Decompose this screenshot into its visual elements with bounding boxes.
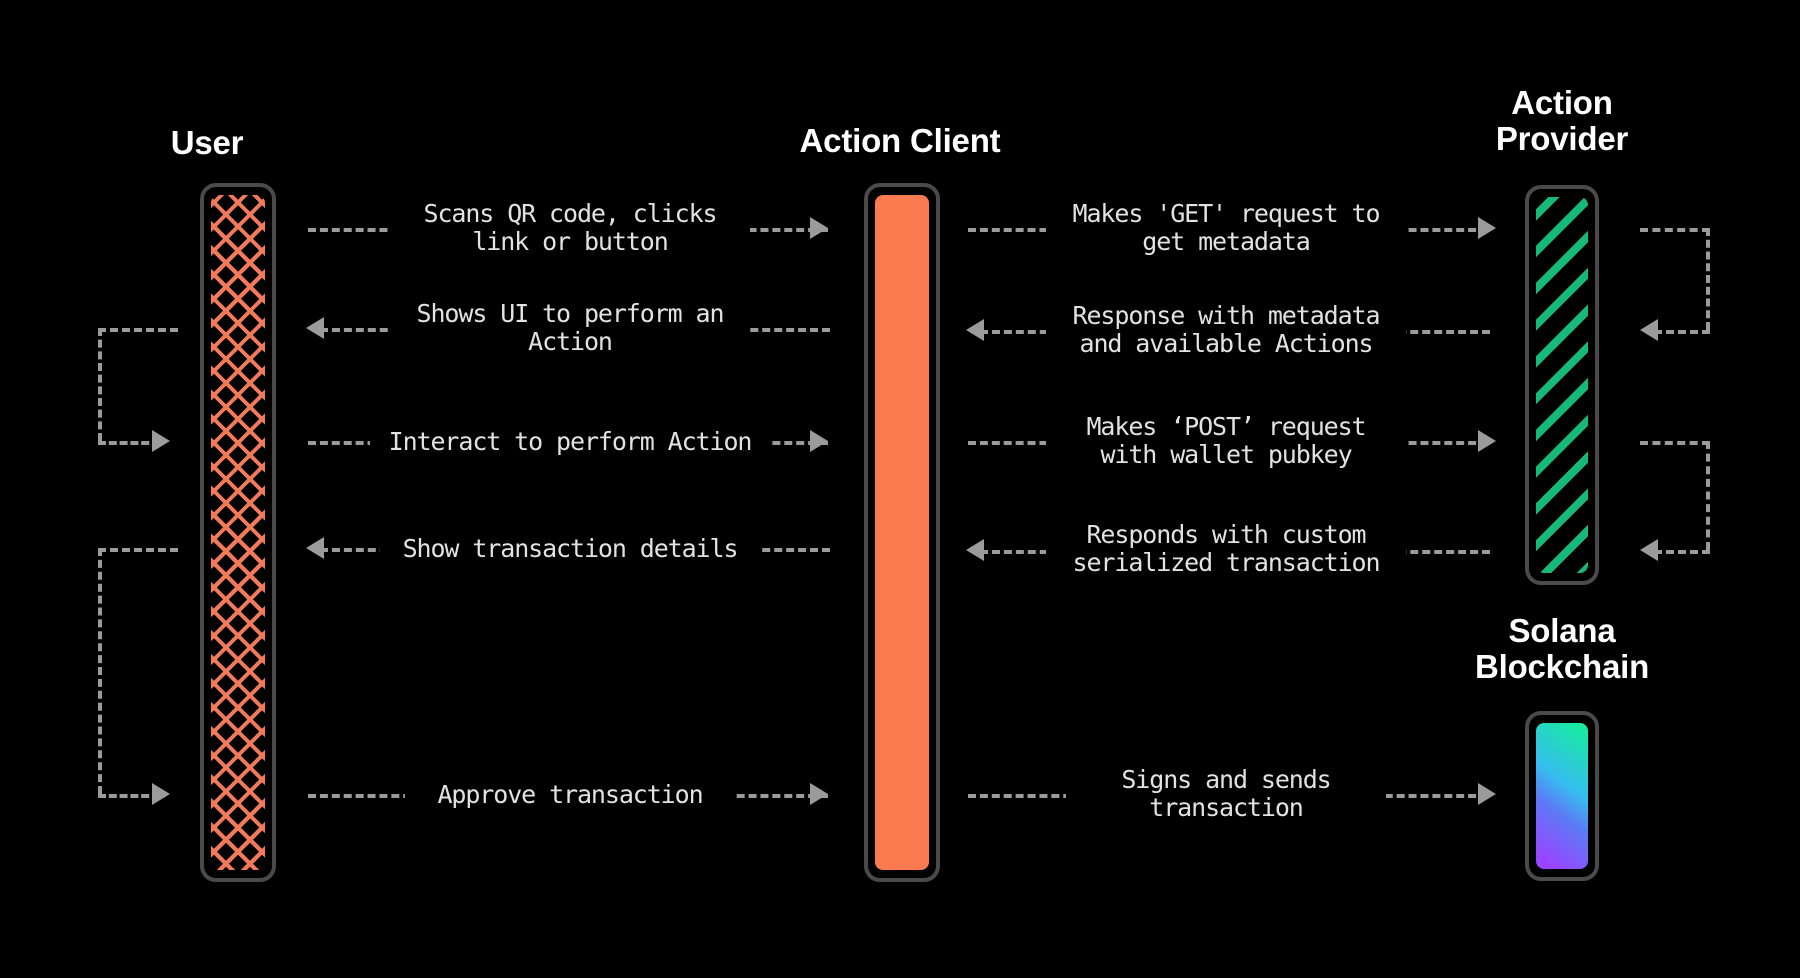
participant-title-solana-blockchain: Solana Blockchain [1474, 612, 1650, 685]
arrowhead-right-icon [1478, 430, 1496, 452]
loop-segment-side [98, 548, 102, 794]
arrowhead-right-icon [152, 430, 170, 452]
loop-segment-top [1640, 228, 1710, 232]
message-label: Makes 'GET' request to get metadata [1046, 200, 1406, 256]
lifeline-action-provider [1525, 185, 1599, 585]
arrowhead-left-icon [306, 317, 324, 339]
loop-segment-bottom [98, 441, 160, 445]
message-label: Responds with custom serialized transact… [1046, 521, 1406, 577]
message-label: Response with metadata and available Act… [1046, 302, 1406, 358]
message-label: Show transaction details [380, 535, 760, 563]
arrowhead-left-icon [306, 537, 324, 559]
arrowhead-left-icon [966, 319, 984, 341]
lifeline-fill-solid [875, 195, 929, 870]
arrowhead-left-icon [966, 539, 984, 561]
arrowhead-left-icon [1640, 539, 1658, 561]
lifeline-user [200, 183, 276, 882]
message-label: Scans QR code, clicks link or button [390, 200, 750, 256]
lifeline-fill-gradient [1536, 723, 1588, 869]
arrowhead-left-icon [1640, 319, 1658, 341]
loop-segment-bottom [98, 794, 160, 798]
message-label: Approve transaction [405, 781, 735, 809]
participant-title-action-client: Action Client [799, 122, 1001, 159]
participant-title-action-provider: Action Provider [1495, 84, 1629, 157]
message-label: Shows UI to perform an Action [390, 300, 750, 356]
message-label: Signs and sends transaction [1066, 766, 1386, 822]
message-label: Makes ‘POST’ request with wallet pubkey [1046, 413, 1406, 469]
loop-segment-top [1640, 441, 1710, 445]
message-label: Interact to perform Action [370, 428, 770, 456]
arrowhead-right-icon [810, 217, 828, 239]
participant-title-user: User [170, 124, 244, 161]
arrowhead-right-icon [152, 783, 170, 805]
loop-segment-side [1706, 228, 1710, 330]
lifeline-fill-stripes [1536, 197, 1588, 573]
loop-segment-bottom [1654, 550, 1710, 554]
loop-segment-side [1706, 441, 1710, 550]
arrowhead-right-icon [1478, 217, 1496, 239]
loop-segment-top [98, 328, 178, 332]
lifeline-fill-crosshatch [211, 195, 265, 870]
lifeline-solana-blockchain [1525, 711, 1599, 881]
loop-segment-top [98, 548, 178, 552]
loop-segment-side [98, 328, 102, 441]
arrowhead-right-icon [1478, 783, 1496, 805]
arrowhead-right-icon [810, 430, 828, 452]
lifeline-action-client [864, 183, 940, 882]
arrowhead-right-icon [810, 783, 828, 805]
loop-segment-bottom [1654, 330, 1710, 334]
